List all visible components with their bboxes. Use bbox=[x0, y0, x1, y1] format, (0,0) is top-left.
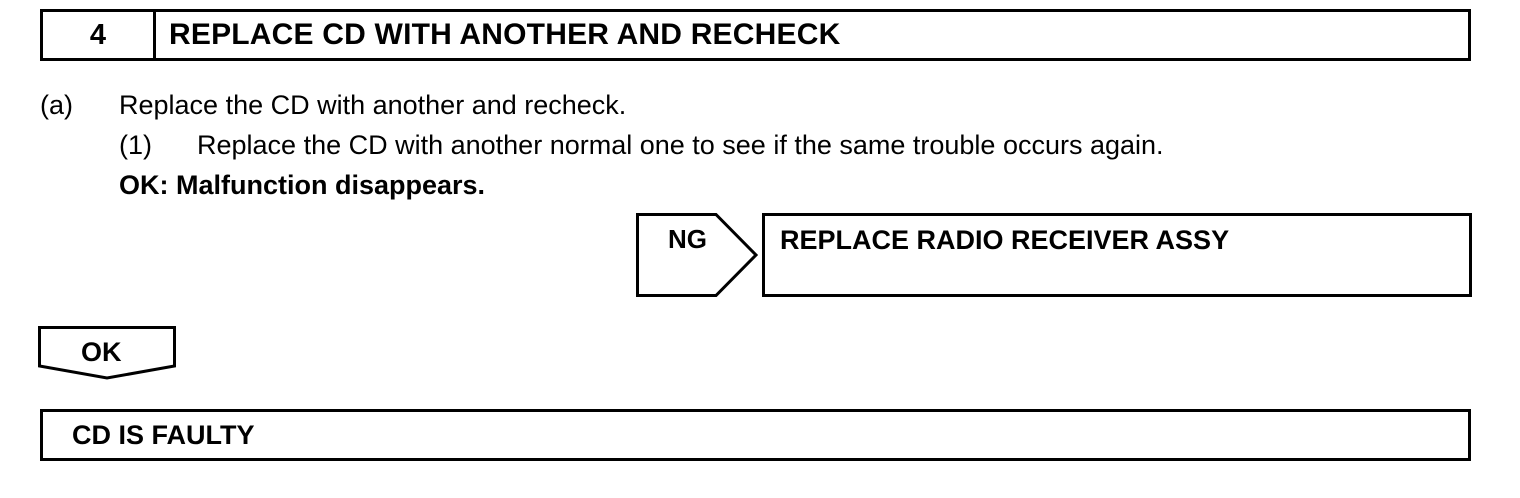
instruction-1-text: Replace the CD with another normal one t… bbox=[197, 130, 1164, 160]
ng-result-text: REPLACE RADIO RECEIVER ASSY bbox=[780, 225, 1230, 255]
conclusion-text: CD IS FAULTY bbox=[72, 419, 255, 450]
ng-arrow-shape bbox=[636, 213, 759, 297]
instruction-a-marker: (a) bbox=[40, 90, 73, 120]
instruction-1-marker: (1) bbox=[119, 130, 152, 160]
ok-label: OK bbox=[81, 337, 122, 367]
ng-result-box: REPLACE RADIO RECEIVER ASSY bbox=[762, 213, 1472, 297]
ok-condition: OK: Malfunction disappears. bbox=[119, 170, 486, 200]
step-title: REPLACE CD WITH ANOTHER AND RECHECK bbox=[169, 18, 841, 51]
step-number: 4 bbox=[43, 12, 156, 58]
ok-arrow-shape bbox=[38, 326, 176, 380]
instruction-a-text: Replace the CD with another and recheck. bbox=[119, 90, 627, 120]
step-header: 4 REPLACE CD WITH ANOTHER AND RECHECK bbox=[40, 9, 1471, 61]
conclusion-box: CD IS FAULTY bbox=[40, 409, 1471, 461]
ng-label: NG bbox=[668, 224, 707, 254]
